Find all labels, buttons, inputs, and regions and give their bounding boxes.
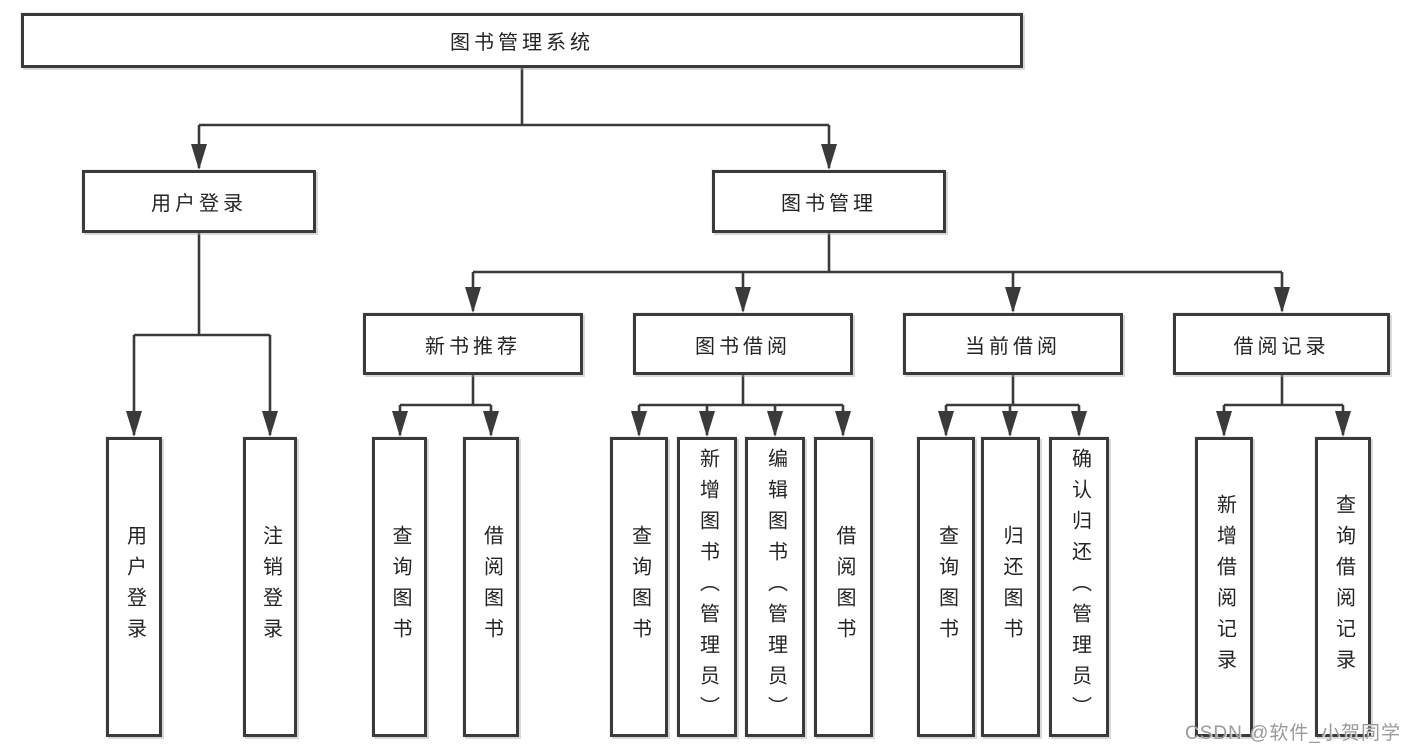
node-label: 查询图书 (628, 525, 651, 649)
node-label: 图书管理系统 (450, 32, 594, 54)
node-label: 借阅图书 (480, 525, 503, 649)
leaf-query-books-borrow: 查询图书 (610, 437, 668, 737)
node-label: 新增借阅记录 (1213, 494, 1236, 680)
node-label: 归还图书 (1000, 525, 1022, 649)
node-label: 当前借阅 (965, 335, 1061, 358)
node-label: 借阅记录 (1233, 335, 1330, 358)
leaf-query-books-current: 查询图书 (917, 437, 975, 737)
node-label: 用户登录 (151, 193, 247, 215)
node-label: 借阅图书 (833, 525, 855, 649)
leaf-logout: 注销登录 (243, 437, 297, 737)
leaf-user-login: 用户登录 (106, 437, 162, 737)
leaf-edit-book-admin: 编辑图书（管理员） (745, 437, 805, 737)
node-borrow-records: 借阅记录 (1173, 313, 1390, 375)
node-label: 查询图书 (389, 525, 411, 649)
node-root: 图书管理系统 (21, 13, 1023, 68)
node-label: 查询借阅记录 (1332, 494, 1355, 680)
leaf-add-book-admin: 新增图书（管理员） (677, 437, 737, 737)
node-label: 新增图书（管理员） (696, 447, 719, 727)
node-book-management: 图书管理 (712, 170, 946, 233)
node-book-borrow: 图书借阅 (633, 313, 853, 375)
leaf-confirm-return-admin: 确认归还（管理员） (1049, 437, 1109, 737)
node-label: 新书推荐 (425, 335, 521, 358)
node-label: 查询图书 (935, 525, 958, 649)
leaf-add-borrow-record: 新增借阅记录 (1195, 437, 1253, 737)
node-label: 图书管理 (781, 193, 877, 215)
node-new-book-recommend: 新书推荐 (363, 313, 583, 375)
leaf-borrow-books-recommend: 借阅图书 (463, 437, 519, 737)
node-label: 注销登录 (259, 525, 282, 649)
leaf-borrow-books: 借阅图书 (814, 437, 873, 737)
node-user-login: 用户登录 (82, 170, 316, 233)
leaf-query-borrow-record: 查询借阅记录 (1315, 437, 1371, 737)
node-current-borrow: 当前借阅 (903, 313, 1123, 375)
leaf-query-books-recommend: 查询图书 (372, 437, 427, 737)
node-label: 图书借阅 (695, 335, 791, 358)
node-label: 确认归还（管理员） (1068, 447, 1091, 727)
node-label: 编辑图书（管理员） (764, 447, 787, 727)
leaf-return-book: 归还图书 (981, 437, 1040, 737)
watermark: CSDN @软件_小贺同学 (1185, 723, 1401, 744)
node-label: 用户登录 (123, 525, 146, 649)
